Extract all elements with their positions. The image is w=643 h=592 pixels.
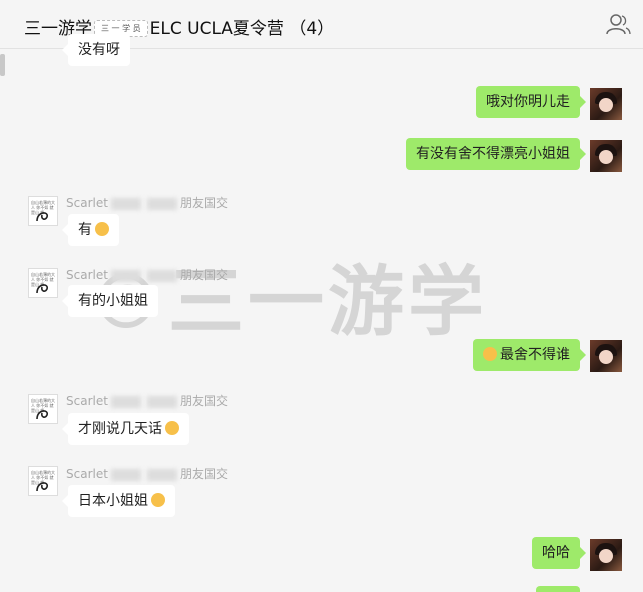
- avatar-self[interactable]: [590, 539, 622, 571]
- avatar-caption: 自山若薄的大人 你不如 就是山 峰: [31, 272, 55, 287]
- avatar-scarlet[interactable]: 自山若薄的大人 你不如 就是山 峰: [28, 394, 58, 424]
- message-bubble[interactable]: 有: [62, 214, 119, 246]
- avatar-caption: 自山若薄的大人 你不如 就是山 峰: [31, 470, 55, 485]
- message-bubble-partial: [536, 586, 580, 592]
- member-count: （4）: [289, 19, 335, 39]
- doodle-icon: [36, 212, 48, 222]
- title-suffix: ELC UCLA夏令营: [149, 19, 284, 39]
- smiley-icon: [165, 421, 179, 435]
- avatar-caption: 自山若薄的大人 你不如 就是山 峰: [31, 200, 55, 215]
- doodle-icon: [36, 284, 48, 294]
- avatar-scarlet[interactable]: 自山若薄的大人 你不如 就是山 峰: [28, 196, 58, 226]
- message-bubble[interactable]: 哦对你明儿走: [476, 86, 586, 118]
- doodle-icon: [36, 482, 48, 492]
- person-icon[interactable]: [605, 12, 631, 36]
- message-bubble[interactable]: 哈哈: [532, 537, 586, 569]
- avatar-self[interactable]: [590, 88, 622, 120]
- smiley-icon: [483, 347, 497, 361]
- smiley-icon: [151, 493, 165, 507]
- avatar-self[interactable]: [590, 340, 622, 372]
- message-bubble[interactable]: 最舍不得谁: [473, 339, 586, 371]
- message-bubble[interactable]: 日本小姐姐: [62, 485, 175, 517]
- avatar-caption: 自山若薄的大人 你不如 就是山 峰: [31, 398, 55, 413]
- smiley-icon: [95, 222, 109, 236]
- avatar-scarlet[interactable]: 自山若薄的大人 你不如 就是山 峰: [28, 466, 58, 496]
- message-bubble[interactable]: 没有呀: [62, 34, 130, 66]
- message-bubble[interactable]: 有没有舍不得漂亮小姐姐: [406, 138, 586, 170]
- message-bubble[interactable]: 有的小姐姐: [62, 285, 158, 317]
- doodle-icon: [36, 410, 48, 420]
- avatar-self[interactable]: [590, 140, 622, 172]
- scrollbar-thumb[interactable]: [0, 54, 5, 76]
- avatar-scarlet[interactable]: 自山若薄的大人 你不如 就是山 峰: [28, 268, 58, 298]
- message-bubble[interactable]: 才刚说几天话: [62, 413, 189, 445]
